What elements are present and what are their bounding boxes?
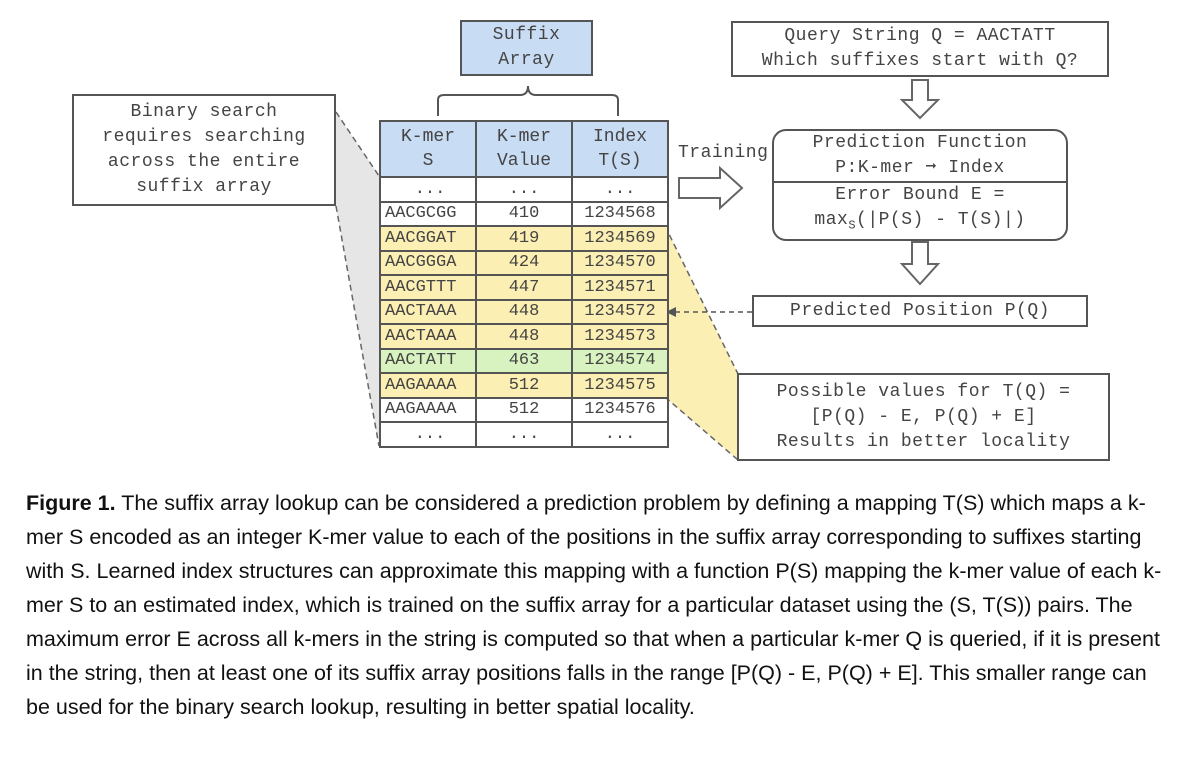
- prediction-function-box: Prediction Function P:K-mer ➞ Index Erro…: [772, 129, 1068, 241]
- query-box: Query String Q = AACTATT Which suffixes …: [731, 21, 1109, 77]
- prediction-function-title: Prediction Function: [812, 133, 1028, 154]
- kmer-cell: AACGCGG: [379, 200, 477, 227]
- prediction-function-mapping: P:K-mer ➞ Index: [835, 158, 1005, 179]
- pointer-arrowhead: [666, 307, 676, 317]
- range-wedge-edge-top: [664, 225, 739, 375]
- suffix-array-table: K-mer S K-mer Value Index T(S) .........…: [379, 120, 669, 448]
- kmer-cell: AACGGGA: [379, 249, 477, 276]
- suffix-array-brace: [437, 85, 619, 116]
- binary-search-wedge-edge-top: [335, 111, 380, 177]
- binary-search-note-line4: suffix array: [136, 177, 272, 197]
- index-cell: 1234573: [571, 323, 669, 350]
- header-kmer-value-line1: K-mer: [496, 127, 551, 147]
- kmer-cell: AACTAAA: [379, 323, 477, 350]
- index-cell: 1234576: [571, 396, 669, 423]
- possible-values-box: Possible values for T(Q) = [P(Q) - E, P(…: [737, 373, 1110, 461]
- error-bound-expr: (|P(S) - T(S)|): [856, 210, 1026, 231]
- training-label: Training: [678, 143, 769, 163]
- kmer-value-cell: 448: [475, 298, 573, 325]
- kmer-value-cell: 448: [475, 323, 573, 350]
- suffix-array-label: Suffix Array: [460, 20, 593, 76]
- header-index-line1: Index: [592, 127, 647, 147]
- suffix-array-label-line2: Array: [498, 50, 555, 70]
- header-kmer: K-mer S: [379, 120, 477, 178]
- kmer-value-cell: 463: [475, 347, 573, 374]
- predicted-position-box: Predicted Position P(Q): [752, 295, 1088, 327]
- figure-caption-label: Figure 1.: [26, 491, 116, 515]
- index-cell: 1234569: [571, 225, 669, 252]
- header-index: Index T(S): [571, 120, 669, 178]
- header-kmer-line1: K-mer: [400, 127, 455, 147]
- kmer-value-cell: ...: [475, 176, 573, 203]
- table-row: .........: [379, 176, 669, 203]
- kmer-cell: ...: [379, 421, 477, 448]
- binary-search-note-line1: Binary search: [130, 102, 278, 122]
- index-cell: 1234574: [571, 347, 669, 374]
- table-row: .........: [379, 421, 669, 448]
- possible-values-line1: Possible values for T(Q) =: [776, 381, 1071, 402]
- query-line1: Query String Q = AACTATT: [784, 26, 1056, 46]
- possible-values-line2: [P(Q) - E, P(Q) + E]: [810, 406, 1037, 427]
- query-line2: Which suffixes start with Q?: [761, 51, 1079, 71]
- range-wedge-edge-bottom: [664, 396, 739, 461]
- index-cell: 1234570: [571, 249, 669, 276]
- header-index-line2: T(S): [598, 151, 642, 171]
- error-bound-line2: maxS(|P(S) - T(S)|): [774, 208, 1066, 239]
- header-kmer-line2: S: [422, 151, 434, 171]
- kmer-cell: ...: [379, 176, 477, 203]
- kmer-cell: AACTAAA: [379, 298, 477, 325]
- kmer-value-cell: 419: [475, 225, 573, 252]
- table-header-row: K-mer S K-mer Value Index T(S): [379, 120, 669, 178]
- training-arrow: [678, 165, 744, 211]
- suffix-array-label-line1: Suffix: [492, 25, 561, 45]
- index-cell: 1234568: [571, 200, 669, 227]
- error-bound: Error Bound E = maxS(|P(S) - T(S)|): [774, 183, 1066, 239]
- index-cell: ...: [571, 176, 669, 203]
- binary-search-note-line3: across the entire: [107, 152, 301, 172]
- error-bound-sub: S: [848, 219, 857, 233]
- down-arrow-1: [899, 79, 941, 120]
- binary-search-note-line2: requires searching: [102, 127, 306, 147]
- down-arrow-2: [899, 241, 941, 286]
- kmer-cell: AACGTTT: [379, 274, 477, 301]
- kmer-cell: AACTATT: [379, 347, 477, 374]
- kmer-cell: AAGAAAA: [379, 396, 477, 423]
- kmer-value-cell: 512: [475, 396, 573, 423]
- figure-caption: Figure 1. The suffix array lookup can be…: [26, 486, 1176, 724]
- error-bound-max: max: [814, 210, 849, 231]
- header-kmer-value: K-mer Value: [475, 120, 573, 178]
- figure-caption-text: The suffix array lookup can be considere…: [26, 491, 1162, 719]
- index-cell: 1234575: [571, 372, 669, 399]
- binary-search-wedge: [336, 112, 379, 446]
- possible-values-line3: Results in better locality: [776, 431, 1071, 452]
- binary-search-wedge-edge-bottom: [335, 205, 380, 447]
- error-bound-line1: Error Bound E =: [835, 185, 1005, 206]
- predicted-position-label: Predicted Position P(Q): [790, 300, 1050, 321]
- header-kmer-value-line2: Value: [496, 151, 551, 171]
- range-wedge: [665, 226, 738, 460]
- index-cell: ...: [571, 421, 669, 448]
- prediction-function-top: Prediction Function P:K-mer ➞ Index: [774, 131, 1066, 184]
- kmer-cell: AAGAAAA: [379, 372, 477, 399]
- binary-search-note: Binary search requires searching across …: [72, 94, 336, 206]
- kmer-value-cell: 410: [475, 200, 573, 227]
- kmer-value-cell: 512: [475, 372, 573, 399]
- kmer-value-cell: 424: [475, 249, 573, 276]
- kmer-value-cell: 447: [475, 274, 573, 301]
- kmer-value-cell: ...: [475, 421, 573, 448]
- index-cell: 1234572: [571, 298, 669, 325]
- kmer-cell: AACGGAT: [379, 225, 477, 252]
- index-cell: 1234571: [571, 274, 669, 301]
